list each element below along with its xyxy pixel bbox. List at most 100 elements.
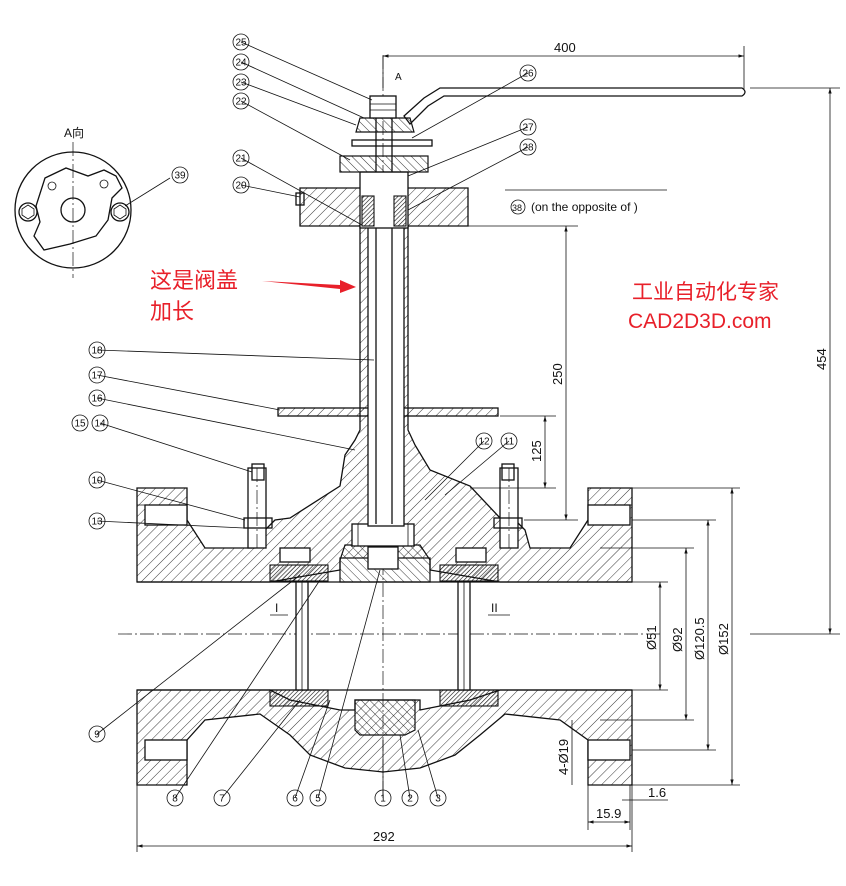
balloon-leader-2 xyxy=(399,734,411,799)
balloon-39: 39 xyxy=(174,171,186,182)
dim-292: 292 xyxy=(373,829,395,844)
balloon-circle-6 xyxy=(286,789,304,807)
balloon-circle-12 xyxy=(475,432,493,450)
balloon-circle-17 xyxy=(88,366,106,384)
note-38-number: 38 xyxy=(512,203,522,213)
balloon-leader-21 xyxy=(240,157,363,226)
bonnet-extension xyxy=(277,100,499,527)
balloon-5: 5 xyxy=(315,794,321,805)
view-a-label: A向 xyxy=(64,125,84,140)
balloon-16: 16 xyxy=(91,394,103,405)
dim-d92: Ø92 xyxy=(670,627,685,652)
balloon-leader-13 xyxy=(96,520,245,529)
balloon-circle-21 xyxy=(232,149,250,167)
dim-400: 400 xyxy=(554,40,576,55)
balloon-circle-3 xyxy=(429,789,447,807)
red-arrow xyxy=(262,280,356,293)
balloon-22: 22 xyxy=(235,97,247,108)
balloon-3: 3 xyxy=(435,794,441,805)
balloon-13: 13 xyxy=(91,517,103,528)
balloon-leader-25 xyxy=(240,41,373,101)
balloon-circle-11 xyxy=(500,432,518,450)
balloon-2: 2 xyxy=(407,794,413,805)
balloon-circle-9 xyxy=(88,725,106,743)
dim-bolt-holes: 4-Ø19 xyxy=(556,739,571,775)
balloon-23: 23 xyxy=(235,78,247,89)
arrow-a-label: A xyxy=(395,72,402,83)
balloon-circle-14 xyxy=(91,414,109,432)
balloon-circle-2 xyxy=(401,789,419,807)
balloon-leader-27 xyxy=(407,126,529,177)
balloon-leader-24 xyxy=(240,61,365,119)
balloon-circle-1 xyxy=(374,789,392,807)
balloon-24: 24 xyxy=(235,58,247,69)
annotation-line-1: 这是阀盖 xyxy=(150,268,238,293)
balloon-27: 27 xyxy=(522,123,534,134)
watermark: 工业自动化专家 CAD2D3D.com xyxy=(628,281,779,333)
dim-d51: Ø51 xyxy=(644,625,659,650)
balloon-leader-8 xyxy=(174,579,321,799)
balloon-leader-12 xyxy=(424,440,485,501)
balloon-6: 6 xyxy=(292,794,298,805)
balloon-21: 21 xyxy=(235,154,247,165)
balloon-leader-28 xyxy=(407,146,529,211)
balloon-circle-20 xyxy=(232,176,250,194)
balloon-17: 17 xyxy=(91,371,103,382)
balloon-leader-6 xyxy=(294,699,331,799)
dim-15-9: 15.9 xyxy=(596,806,621,821)
balloon-circle-10 xyxy=(88,471,106,489)
balloon-leader-3 xyxy=(417,729,439,799)
gland-flange xyxy=(295,95,469,229)
balloon-leader-10 xyxy=(96,479,246,521)
section-mark-1: I xyxy=(275,601,278,615)
dim-250: 250 xyxy=(550,363,565,385)
balloon-circle-7 xyxy=(213,789,231,807)
balloon-12: 12 xyxy=(478,437,490,448)
balloon-leader-14 xyxy=(99,422,253,473)
ball-core xyxy=(339,523,431,736)
watermark-line-1: 工业自动化专家 xyxy=(632,281,779,304)
balloon-15: 15 xyxy=(74,419,86,430)
balloon-leader-26 xyxy=(411,72,529,139)
balloon-circle-25 xyxy=(232,33,250,51)
watermark-line-2: CAD2D3D.com xyxy=(628,310,772,333)
section-marks: I II xyxy=(270,601,510,616)
balloon-10: 10 xyxy=(91,476,103,487)
note-38: 38 (on the opposite of ) xyxy=(505,189,667,215)
balloon-leader-18 xyxy=(96,349,375,361)
balloon-circle-15 xyxy=(71,414,89,432)
dim-1-6: 1.6 xyxy=(648,785,666,800)
balloon-circle-26 xyxy=(519,64,537,82)
balloon-7: 7 xyxy=(219,794,225,805)
balloon-circle-5 xyxy=(309,789,327,807)
balloon-circle-8 xyxy=(166,789,184,807)
dim-454: 454 xyxy=(814,348,829,370)
balloon-8: 8 xyxy=(172,794,178,805)
balloon-circle-22 xyxy=(232,92,250,110)
balloon-circle-23 xyxy=(232,73,250,91)
balloon-leader-22 xyxy=(240,100,351,161)
balloon-circle-24 xyxy=(232,53,250,71)
view-a-detail: A向 xyxy=(14,125,171,278)
balloon-circle-27 xyxy=(519,118,537,136)
section-mark-2: II xyxy=(491,601,498,615)
dim-d120: Ø120.5 xyxy=(692,617,707,660)
balloon-leader-23 xyxy=(240,81,357,126)
balloon-leader-11 xyxy=(444,440,510,496)
balloon-26: 26 xyxy=(522,69,534,80)
seats xyxy=(269,547,499,707)
balloon-11: 11 xyxy=(504,437,515,448)
balloon-leader-16 xyxy=(96,397,356,451)
balloon-leader-7 xyxy=(221,699,301,799)
balloon-circle-16 xyxy=(88,389,106,407)
balloon-circle-28 xyxy=(519,138,537,156)
balloon-14: 14 xyxy=(94,419,106,430)
note-38-text: (on the opposite of ) xyxy=(531,200,638,214)
annotation-line-2: 加长 xyxy=(150,299,194,324)
balloon-circle-13 xyxy=(88,512,106,530)
dim-d152: Ø152 xyxy=(716,623,731,655)
balloon-leader-5 xyxy=(317,569,381,799)
dimensions: 400 A 454 250 12 5 Ø51 Ø92 Ø120.5 xyxy=(136,40,840,852)
balloon-leader-17 xyxy=(96,374,281,411)
